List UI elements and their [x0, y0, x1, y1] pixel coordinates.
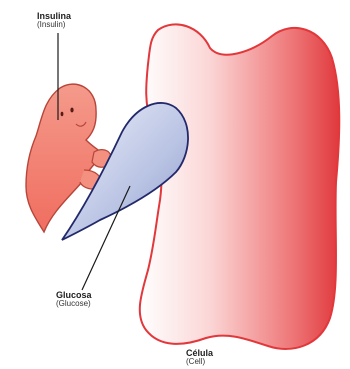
insulin-eye	[61, 112, 64, 116]
insulin-translation: (Insulin)	[37, 21, 71, 29]
cell-shape	[140, 24, 340, 349]
glucose-label: Glucosa (Glucose)	[56, 291, 92, 309]
insulin-eye	[70, 108, 73, 113]
glucose-translation: (Glucose)	[56, 300, 92, 308]
insulin-label: Insulina (Insulin)	[37, 12, 71, 30]
cell-label: Célula (Cell)	[186, 349, 213, 367]
cell-translation: (Cell)	[186, 358, 213, 366]
